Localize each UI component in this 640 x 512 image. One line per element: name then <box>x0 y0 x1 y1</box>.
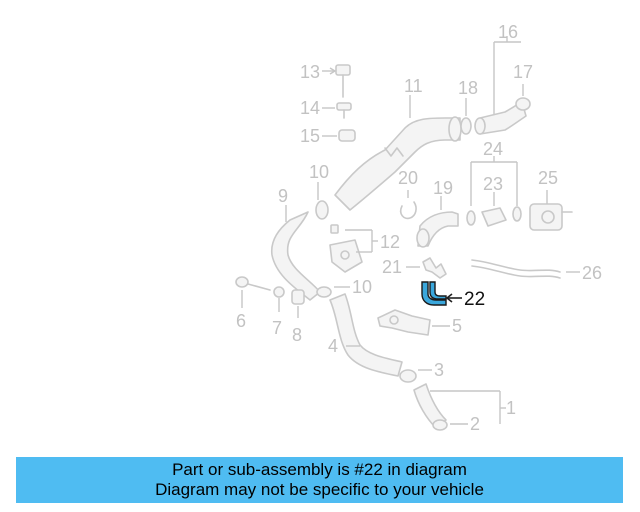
label-11: 11 <box>404 76 423 96</box>
part-13-bolt: 13 <box>300 62 351 98</box>
label-12: 12 <box>380 232 400 252</box>
part-16-pipe: 16 <box>474 22 527 135</box>
label-5: 5 <box>452 316 462 336</box>
label-15: 15 <box>300 126 320 146</box>
part-11-intake-pipe: 11 <box>334 76 462 211</box>
part-17-oring: 17 <box>513 62 533 111</box>
label-4: 4 <box>328 336 338 356</box>
part-4-pipe: 4 <box>328 293 403 377</box>
part-1-hose: 1 <box>413 383 516 429</box>
label-10-lower: 10 <box>352 277 372 297</box>
part-6-bolt: 6 <box>235 276 271 331</box>
parts-diagram: 13 14 15 11 10 9 1 <box>235 22 602 434</box>
part-19-hose: 19 <box>416 178 459 248</box>
part-7-washer: 7 <box>272 286 285 338</box>
part-8-spacer: 8 <box>291 289 305 345</box>
part-14-bolt: 14 <box>300 98 352 119</box>
label-3: 3 <box>434 360 444 380</box>
part-20-clip: 20 <box>398 168 418 220</box>
label-23: 23 <box>483 174 503 194</box>
label-13: 13 <box>300 62 320 82</box>
label-26: 26 <box>582 263 602 283</box>
label-18: 18 <box>458 78 478 98</box>
part-3-clamp: 3 <box>399 360 444 383</box>
label-14: 14 <box>300 98 320 118</box>
part-5-bracket: 5 <box>377 309 462 336</box>
label-21: 21 <box>382 257 402 277</box>
part-10-clamp-upper: 10 <box>309 162 329 220</box>
part-24-gasket-group: 24 <box>466 139 522 226</box>
part-25-valve: 25 <box>529 168 573 231</box>
part-18-clamp: 18 <box>458 78 478 135</box>
part-9-hose: 9 <box>270 186 321 301</box>
label-2: 2 <box>470 414 480 434</box>
part-2-clamp: 2 <box>432 414 480 434</box>
label-9: 9 <box>278 186 288 206</box>
part-23-connector: 23 <box>481 174 507 227</box>
banner-line-2: Diagram may not be specific to your vehi… <box>155 480 484 499</box>
part-26-bracket: 26 <box>471 259 602 283</box>
label-20: 20 <box>398 168 418 188</box>
label-10-upper: 10 <box>309 162 329 182</box>
part-15-nut: 15 <box>300 126 356 146</box>
label-1: 1 <box>506 398 516 418</box>
part-12-bracket: 12 <box>329 224 400 273</box>
part-21-bracket: 21 <box>382 257 447 279</box>
label-17: 17 <box>513 62 533 82</box>
info-banner: Part or sub-assembly is #22 in diagram D… <box>16 457 623 503</box>
label-22: 22 <box>464 289 485 310</box>
banner-line-1: Part or sub-assembly is #22 in diagram <box>172 460 467 479</box>
label-24: 24 <box>483 139 503 159</box>
label-6: 6 <box>236 311 246 331</box>
label-7: 7 <box>272 318 282 338</box>
part-10-clamp-lower: 10 <box>316 277 372 298</box>
label-19: 19 <box>433 178 453 198</box>
label-8: 8 <box>292 325 302 345</box>
label-25: 25 <box>538 168 558 188</box>
label-16: 16 <box>498 22 518 42</box>
part-22-highlighted[interactable]: 22 <box>421 281 485 310</box>
